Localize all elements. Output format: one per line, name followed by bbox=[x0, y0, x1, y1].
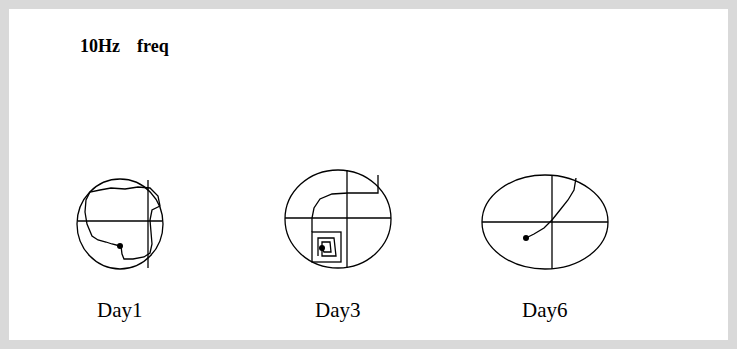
figure-title: 10Hz freq bbox=[80, 36, 169, 57]
start-dot bbox=[117, 243, 123, 249]
swim-path bbox=[312, 175, 378, 232]
white-panel bbox=[9, 9, 728, 340]
quadrant-line bbox=[346, 170, 347, 268]
swim-path bbox=[526, 178, 576, 238]
day-label: Day6 bbox=[522, 298, 568, 323]
pool-outline bbox=[482, 175, 608, 269]
pool-outline bbox=[77, 179, 163, 269]
day-label: Day3 bbox=[315, 298, 361, 323]
quadrant-line bbox=[482, 221, 608, 222]
pool-outline bbox=[285, 170, 391, 268]
start-dot bbox=[319, 245, 325, 251]
platform-box bbox=[312, 232, 341, 262]
swim-path bbox=[85, 187, 160, 259]
start-dot bbox=[523, 235, 529, 241]
swim-path bbox=[318, 238, 336, 256]
quadrant-line bbox=[285, 217, 391, 218]
day-label: Day1 bbox=[97, 298, 143, 323]
